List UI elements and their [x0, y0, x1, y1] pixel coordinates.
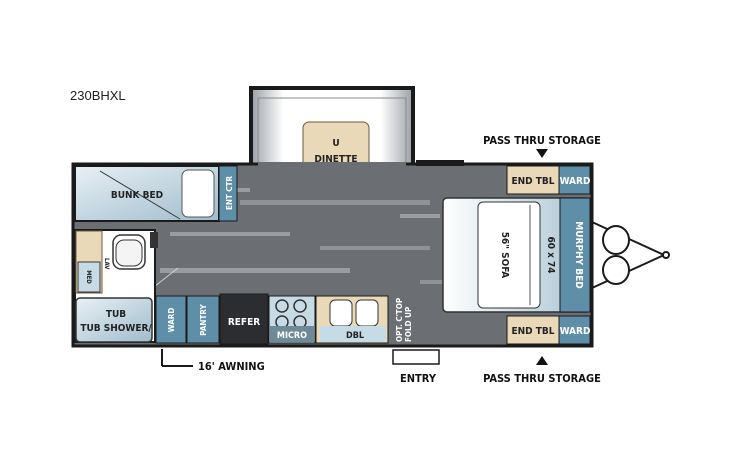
- dinette-label-line1: U: [332, 138, 339, 149]
- opt-top-line2: FOLD UP: [404, 307, 413, 342]
- micro-label: MICRO: [277, 331, 307, 341]
- pass-thru-top-label: PASS THRU STORAGE: [483, 134, 601, 147]
- entry: ENTRY: [392, 349, 440, 385]
- entry-label: ENTRY: [400, 372, 437, 385]
- lav-label: LAV: [103, 258, 110, 270]
- pass-thru-top: PASS THRU STORAGE: [483, 134, 601, 158]
- kitchen-row: WARD PANTRY REFER MICRO DBL OPT. C'TOP F…: [155, 293, 413, 345]
- walls: [71, 160, 594, 348]
- hitch: [591, 221, 670, 289]
- end-tbl-top-label: END TBL: [511, 176, 554, 187]
- opt-top-line1: OPT. C'TOP: [395, 298, 404, 342]
- tub-shower-label-1: TUB: [106, 309, 126, 320]
- dinette-label-line2: DINETTE: [314, 154, 357, 165]
- sofa-size-label: 56" SOFA: [499, 232, 510, 278]
- ward-top-label: WARD: [560, 176, 591, 187]
- model-number: 230BHXL: [70, 88, 126, 103]
- tub-shower-label: TUB SHOWER/: [80, 323, 152, 334]
- murphy-bed-label: MURPHY BED: [573, 221, 584, 288]
- refer-label: REFER: [228, 317, 260, 328]
- end-tbl-bottom-label: END TBL: [511, 326, 554, 337]
- ward-bath-label: WARD: [167, 308, 176, 333]
- bathroom: LAV MED TUB TUB SHOWER/: [74, 229, 158, 343]
- ward-bottom-label: WARD: [560, 326, 591, 337]
- pass-thru-bottom: PASS THRU STORAGE: [483, 356, 601, 385]
- awning: 16' AWNING: [161, 349, 265, 373]
- bunk-bed-label: BUNK BED: [111, 190, 163, 201]
- dbl-label: DBL: [346, 331, 364, 341]
- med-label: MED: [85, 270, 92, 284]
- awning-label: 16' AWNING: [198, 360, 265, 373]
- pass-thru-bottom-label: PASS THRU STORAGE: [483, 372, 601, 385]
- ent-ctr-label: ENT CTR: [225, 176, 234, 211]
- pantry-label: PANTRY: [199, 304, 208, 336]
- bunk-bed: BUNK BED ENT CTR: [74, 165, 238, 222]
- front-room: END TBL WARD END TBL WARD 56" SOFA 60 x …: [442, 164, 592, 346]
- bed-size-label: 60 x 74: [545, 236, 556, 273]
